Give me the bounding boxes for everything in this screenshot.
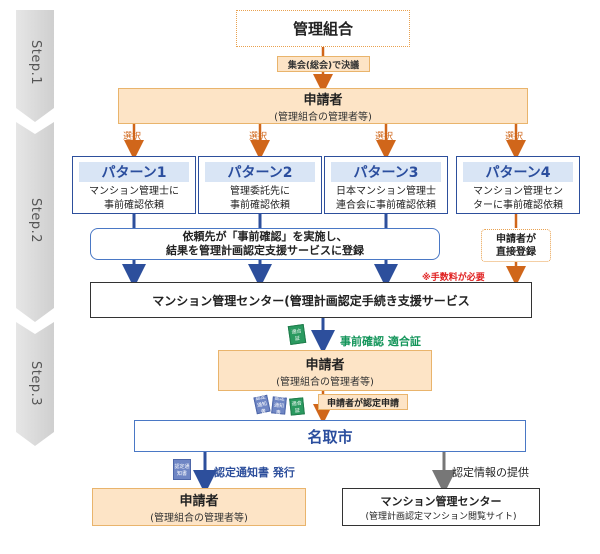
choice-label-2: 選択 xyxy=(249,132,268,142)
final-center-title: マンション管理センター xyxy=(380,494,502,508)
city-box: 名取市 xyxy=(134,420,526,452)
applicant3-sub: (管理組合の管理者等) xyxy=(150,513,248,524)
pattern-1-title: パターン1 xyxy=(101,165,167,181)
notice-doc-text: 認定通知書 xyxy=(174,463,190,477)
pattern-3-line1: 日本マンション管理士 xyxy=(336,186,436,197)
pattern-1-line1: マンション管理士に xyxy=(89,186,179,197)
choice-label-4: 選択 xyxy=(505,132,524,142)
direct-line1: 申請者が xyxy=(496,233,536,245)
choice-label-1: 選択 xyxy=(123,132,142,142)
center-label: マンション管理センター(管理計画認定手続き支援サービス xyxy=(152,293,470,308)
resolution-label: 集会(総会)で決議 xyxy=(287,60,360,71)
applicant2-title: 申請者 xyxy=(305,357,345,373)
applicant-sub: (管理組合の管理者等) xyxy=(274,112,372,123)
fee-note: ※手数料が必要 xyxy=(422,273,485,283)
provide-label: 認定情報の提供 xyxy=(452,466,529,479)
request-line2: 結果を管理計画認定支援サービスに登録 xyxy=(166,244,364,257)
applicant-box-3: 申請者 (管理組合の管理者等) xyxy=(92,488,306,526)
step-3-chevron: Step.3 xyxy=(16,322,54,446)
request-line1: 依頼先が「事前確認」を実施し、 xyxy=(182,230,348,243)
pattern-3-title: パターン3 xyxy=(353,165,419,181)
doc-icon-b: 認定通知書 xyxy=(271,395,287,417)
pattern-4-line2: ターに事前確認依頼 xyxy=(473,200,563,211)
applicant3-title: 申請者 xyxy=(179,494,219,509)
issue-label: 認定通知書 発行 xyxy=(214,466,295,479)
chevron-shape xyxy=(16,10,54,122)
pattern-1-line2: 事前確認依頼 xyxy=(104,200,164,211)
apply-box: 申請者が認定申請 xyxy=(318,394,408,410)
pattern-1-box: パターン1 マンション管理士に事前確認依頼 xyxy=(72,156,196,214)
pattern-4-box: パターン4 マンション管理センターに事前確認依頼 xyxy=(456,156,580,214)
doc-icon-c-text: 適合証 xyxy=(291,400,302,414)
pattern-2-line1: 管理委託先に xyxy=(230,186,290,197)
center-box: マンション管理センター(管理計画認定手続き支援サービス xyxy=(90,282,532,318)
pattern-2-line2: 事前確認依頼 xyxy=(230,200,290,211)
chevron-shape xyxy=(16,122,54,322)
pre-confirm-label: 事前確認 適合証 xyxy=(340,335,421,348)
union-label: 管理組合 xyxy=(292,20,353,38)
final-center-sub: (管理計画認定マンション閲覧サイト) xyxy=(365,511,517,522)
pattern-2-box: パターン2 管理委託先に事前確認依頼 xyxy=(198,156,322,214)
direct-register-box: 申請者が 直接登録 xyxy=(481,229,551,262)
applicant-box-2: 申請者 (管理組合の管理者等) xyxy=(218,350,432,391)
direct-line2: 直接登録 xyxy=(496,246,536,258)
step-1-chevron: Step.1 xyxy=(16,10,54,122)
resolution-box: 集会(総会)で決議 xyxy=(277,56,370,72)
certificate-doc-text: 適合証 xyxy=(291,327,302,342)
final-center-box: マンション管理センター (管理計画認定マンション閲覧サイト) xyxy=(342,488,540,526)
applicant-title: 申請者 xyxy=(303,93,343,108)
pattern-3-line2: 連合会に事前確認依頼 xyxy=(336,200,436,211)
doc-icon-c: 適合証 xyxy=(289,397,305,416)
step-2-chevron: Step.2 xyxy=(16,122,54,322)
chevron-shape xyxy=(16,322,54,446)
pattern-4-title: パターン4 xyxy=(485,165,551,181)
applicant-box-1: 申請者 (管理組合の管理者等) xyxy=(118,88,528,124)
pattern-3-box: パターン3 日本マンション管理士連合会に事前確認依頼 xyxy=(324,156,448,214)
notice-doc-icon: 認定通知書 xyxy=(173,459,191,480)
certificate-doc-icon: 適合証 xyxy=(287,323,307,346)
choice-label-3: 選択 xyxy=(375,132,394,142)
request-box: 依頼先が「事前確認」を実施し、 結果を管理計画認定支援サービスに登録 xyxy=(90,228,440,260)
doc-icon-b-text: 認定通知書 xyxy=(273,395,285,417)
union-box: 管理組合 xyxy=(236,10,410,47)
doc-icon-a-text: 認定通知書 xyxy=(255,394,268,416)
pattern-2-title: パターン2 xyxy=(227,165,293,181)
apply-label: 申請者が認定申請 xyxy=(326,398,399,409)
pattern-4-line1: マンション管理セン xyxy=(473,186,563,197)
applicant2-sub: (管理組合の管理者等) xyxy=(276,376,374,388)
city-label: 名取市 xyxy=(307,427,353,446)
